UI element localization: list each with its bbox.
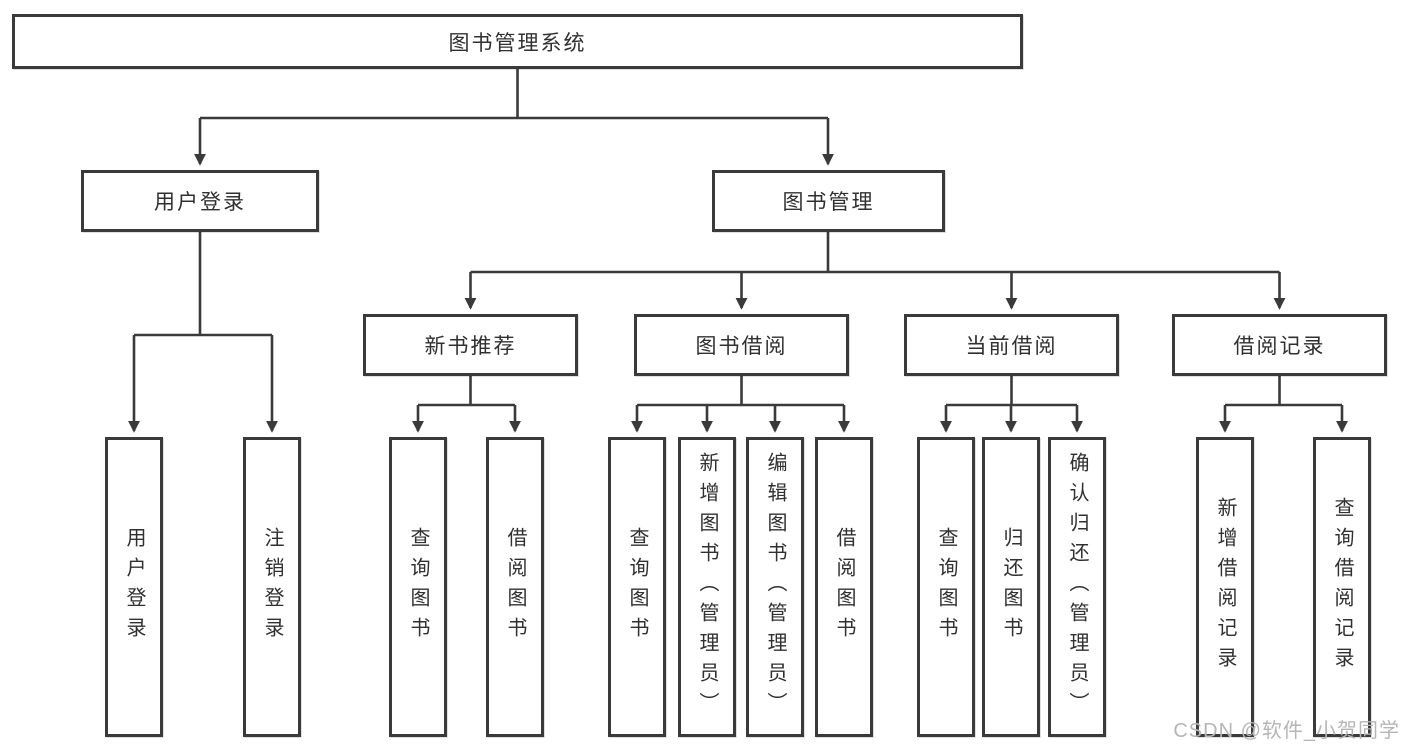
leaf-query-books-1: 查询图书	[389, 437, 447, 737]
node-label: 借阅记录	[1233, 335, 1326, 358]
leaf-add-books-admin: 新增图书（管理员）	[678, 437, 736, 737]
node-label: 图书借阅	[695, 335, 788, 358]
leaf-query-books-3: 查询图书	[917, 437, 975, 737]
node-label: 借阅图书	[833, 527, 855, 647]
node-label: 借阅图书	[504, 527, 526, 647]
node-borrowing-records: 借阅记录	[1172, 314, 1387, 376]
leaf-query-books-2: 查询图书	[608, 437, 666, 737]
node-label: 新增借阅记录	[1214, 497, 1236, 677]
leaf-logout: 注销登录	[243, 437, 301, 737]
leaf-confirm-return-admin: 确认归还（管理员）	[1048, 437, 1106, 737]
node-book-management: 图书管理	[712, 170, 945, 232]
leaf-query-borrow-record: 查询借阅记录	[1313, 437, 1371, 737]
node-label: 图书管理系统	[448, 31, 587, 55]
node-library-management-system: 图书管理系统	[12, 14, 1023, 69]
leaf-user-login: 用户登录	[105, 437, 163, 737]
node-label: 图书管理	[782, 191, 875, 214]
leaf-edit-books-admin: 编辑图书（管理员）	[746, 437, 804, 737]
node-label: 编辑图书（管理员）	[764, 452, 786, 722]
csdn-watermark: CSDN @软件_小贺同学	[1173, 720, 1400, 742]
node-label: 当前借阅	[965, 335, 1058, 358]
leaf-add-borrow-record: 新增借阅记录	[1196, 437, 1254, 737]
leaf-borrow-books-2: 借阅图书	[815, 437, 873, 737]
node-label: 注销登录	[261, 527, 283, 647]
node-label: 用户登录	[123, 527, 145, 647]
node-label: 查询图书	[626, 527, 648, 647]
node-current-borrowing: 当前借阅	[904, 314, 1119, 376]
leaf-borrow-books-1: 借阅图书	[486, 437, 544, 737]
node-label: 归还图书	[1000, 527, 1022, 647]
leaf-return-books: 归还图书	[982, 437, 1040, 737]
node-label: 查询借阅记录	[1331, 497, 1353, 677]
node-label: 确认归还（管理员）	[1066, 452, 1088, 722]
node-book-borrowing: 图书借阅	[634, 314, 849, 376]
node-label: 查询图书	[935, 527, 957, 647]
node-label: 查询图书	[407, 527, 429, 647]
node-new-book-recommendation: 新书推荐	[363, 314, 578, 376]
node-label: 用户登录	[154, 191, 246, 214]
node-label: 新书推荐	[424, 335, 517, 358]
node-label: 新增图书（管理员）	[696, 452, 718, 722]
node-user-login: 用户登录	[81, 170, 319, 232]
